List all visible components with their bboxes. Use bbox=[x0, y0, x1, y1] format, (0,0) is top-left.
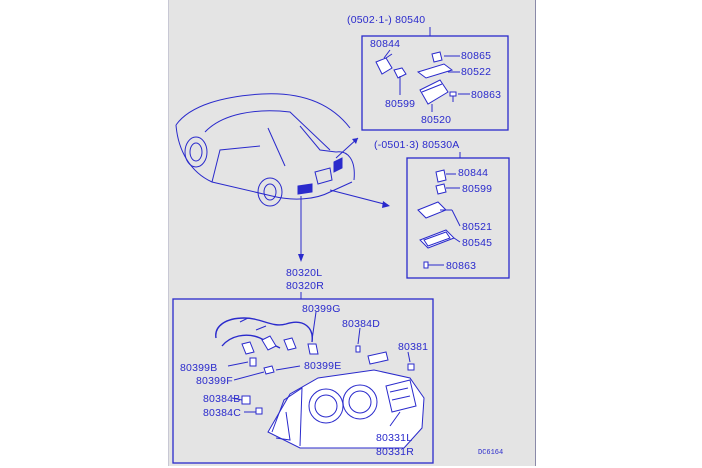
label-80545: 80545 bbox=[462, 237, 492, 249]
label-80844-a: 80844 bbox=[370, 38, 400, 50]
label-80399G: 80399G bbox=[302, 303, 341, 315]
label-80865: 80865 bbox=[461, 50, 491, 62]
label-80331R: 80331R bbox=[376, 446, 414, 458]
label-80399B: 80399B bbox=[180, 362, 217, 374]
label-80381: 80381 bbox=[398, 341, 428, 353]
variant-b-box bbox=[406, 157, 510, 279]
tail-lamp-box bbox=[172, 298, 434, 464]
label-80399F: 80399F bbox=[196, 375, 233, 387]
label-80863-b: 80863 bbox=[446, 260, 476, 272]
car-illustration bbox=[175, 93, 355, 207]
label-80384C: 80384C bbox=[203, 407, 241, 419]
label-80844-b: 80844 bbox=[458, 167, 488, 179]
variant-a-parts bbox=[375, 49, 470, 112]
variant-b-parts bbox=[417, 169, 461, 269]
variant-a-header: (0502·1-) 80540 bbox=[347, 14, 425, 26]
tail-lamp-left-label: 80320L bbox=[286, 267, 322, 279]
diagram-code: DC6164 bbox=[478, 449, 503, 457]
label-80522: 80522 bbox=[461, 66, 491, 78]
label-80521: 80521 bbox=[462, 221, 492, 233]
label-80384B: 80384B bbox=[203, 393, 240, 405]
pointer-arrows bbox=[298, 137, 390, 262]
label-80384D: 80384D bbox=[342, 318, 380, 330]
label-80599-b: 80599 bbox=[462, 183, 492, 195]
label-80863-a: 80863 bbox=[471, 89, 501, 101]
variant-b-header: (-0501·3) 80530A bbox=[374, 139, 460, 151]
variant-a-box bbox=[361, 35, 509, 131]
tail-lamp-parts bbox=[215, 311, 425, 449]
label-80399E: 80399E bbox=[304, 360, 341, 372]
label-80331L: 80331L bbox=[376, 432, 412, 444]
label-80599-a: 80599 bbox=[385, 98, 415, 110]
label-80520: 80520 bbox=[421, 114, 451, 126]
tail-lamp-right-label: 80320R bbox=[286, 280, 324, 292]
